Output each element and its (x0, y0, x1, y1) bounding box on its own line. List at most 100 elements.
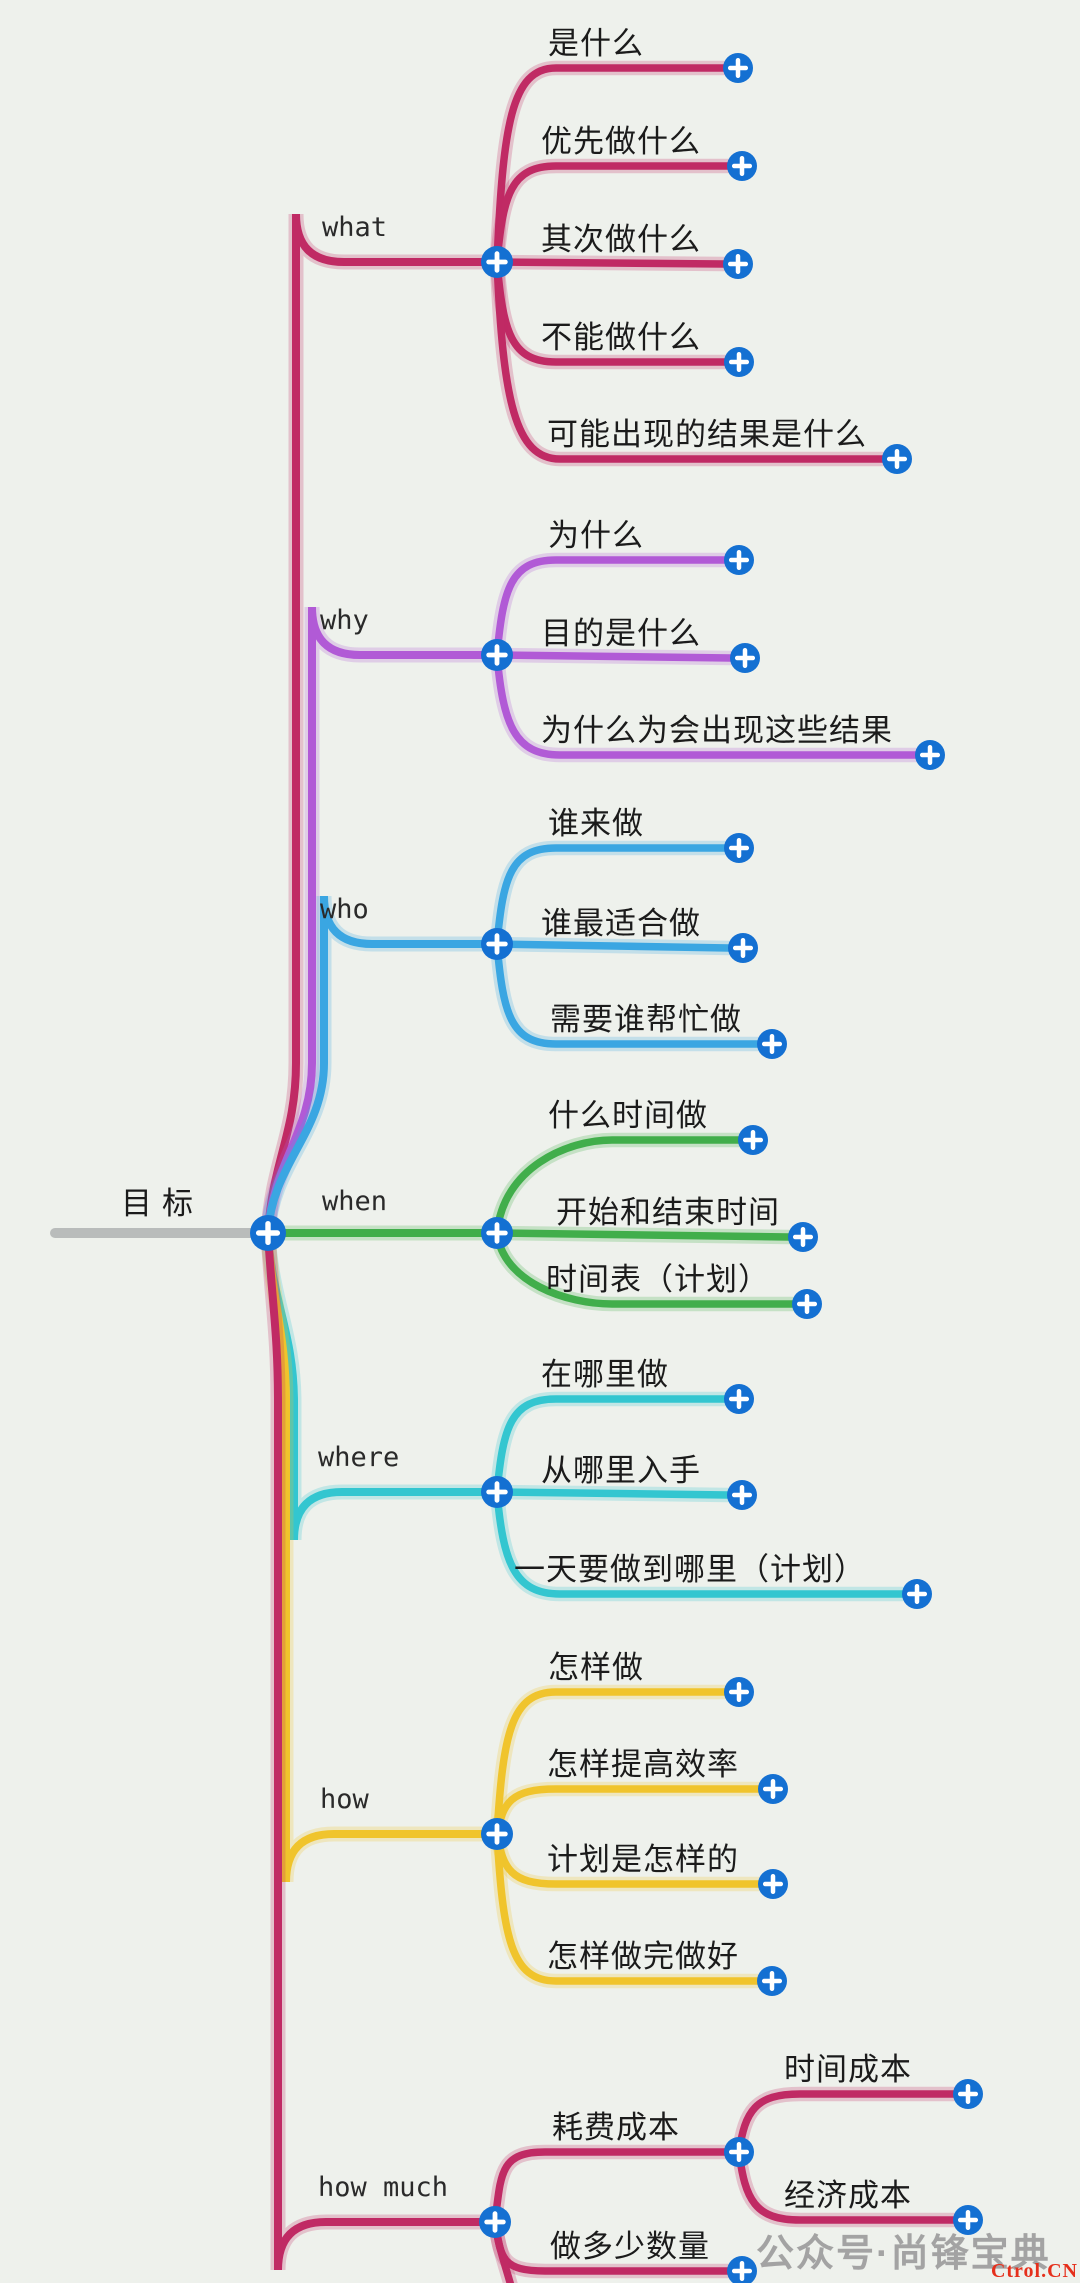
node-label: 为什么为会出现这些结果 (541, 713, 893, 749)
expand-plus-button[interactable] (953, 2079, 983, 2109)
plus-icon (486, 644, 508, 666)
subnode-plus-button[interactable] (724, 2137, 754, 2167)
root-node-plus-button[interactable] (250, 1215, 286, 1251)
expand-plus-button[interactable] (915, 740, 945, 770)
plus-icon (728, 549, 750, 571)
node-label: 谁来做 (548, 806, 644, 842)
expand-plus-button[interactable] (953, 2205, 983, 2235)
expand-plus-button[interactable] (724, 833, 754, 863)
branch-how-trunk (264, 1229, 501, 1883)
expand-plus-button[interactable] (902, 1579, 932, 1609)
edge-line (491, 2148, 729, 2226)
branch-node-when[interactable] (481, 1217, 513, 1249)
branch-node-how[interactable] (481, 1818, 513, 1850)
expand-plus-button[interactable] (727, 151, 757, 181)
node-label: 不能做什么 (541, 320, 701, 356)
expand-plus-button[interactable] (727, 1480, 757, 1510)
plus-icon (728, 1388, 750, 1410)
edge-line (493, 1488, 732, 1499)
branch-node-who[interactable] (481, 928, 513, 960)
node-label: 做多少数量 (550, 2229, 710, 2265)
branch-node-where[interactable] (481, 1476, 513, 1508)
plus-icon (796, 1293, 818, 1315)
node-label: 怎样做完做好 (547, 1939, 739, 1975)
edge-line (493, 651, 735, 662)
edge-line (493, 1688, 729, 1838)
expand-plus-button[interactable] (728, 933, 758, 963)
plus-icon (728, 837, 750, 859)
expand-plus-button[interactable] (882, 444, 912, 474)
branch-label-who: who (320, 894, 369, 925)
plus-icon (734, 647, 756, 669)
plus-icon (727, 253, 749, 275)
branch-label-how-much: how much (318, 2172, 448, 2203)
plus-icon (906, 1583, 928, 1605)
edge-line (493, 844, 729, 948)
branch-node-how-much[interactable] (479, 2206, 511, 2238)
edge-line (493, 1229, 797, 1308)
node-label: 时间成本 (784, 2052, 912, 2088)
plus-icon (792, 1226, 814, 1248)
branch-node-why[interactable] (481, 639, 513, 671)
watermark-text: 公众号·尚锋宝典 (756, 2233, 1051, 2275)
plus-icon (727, 57, 749, 79)
expand-plus-button[interactable] (723, 249, 753, 279)
plus-icon (486, 933, 508, 955)
plus-icon (486, 251, 508, 273)
node-label: 从哪里入手 (541, 1453, 701, 1489)
plus-icon (728, 351, 750, 373)
plus-icon (255, 1220, 281, 1246)
node-label: 在哪里做 (541, 1357, 669, 1393)
edge-line (493, 1229, 793, 1241)
expand-plus-button[interactable] (723, 53, 753, 83)
expand-plus-button[interactable] (757, 1029, 787, 1059)
edge-line (493, 556, 729, 659)
expand-plus-button[interactable] (757, 1966, 787, 1996)
branch-how-much-trunk-halo (260, 1225, 503, 2271)
plus-icon (486, 1481, 508, 1503)
root-label: 目标 (121, 1186, 203, 1222)
node-label: 可能出现的结果是什么 (547, 417, 867, 453)
node-label: 谁最适合做 (541, 906, 701, 942)
expand-plus-button[interactable] (724, 1384, 754, 1414)
expand-plus-button[interactable] (724, 347, 754, 377)
node-label: 怎样提高效率 (547, 1747, 739, 1783)
node-label: 怎样做 (548, 1650, 644, 1686)
node-label: 一天要做到哪里（计划） (514, 1552, 866, 1588)
plus-icon (731, 2260, 753, 2282)
node-label: 为什么 (548, 518, 644, 554)
edge-line-halo (731, 2086, 962, 2160)
edge-line (493, 258, 728, 268)
expand-plus-button[interactable] (730, 643, 760, 673)
plus-icon (728, 2141, 750, 2163)
node-label: 耗费成本 (552, 2110, 680, 2146)
edge-line (493, 1830, 762, 1985)
node-label: 目的是什么 (541, 616, 701, 652)
expand-plus-button[interactable] (792, 1289, 822, 1319)
branch-label-what: what (322, 212, 387, 243)
edge-line (493, 940, 762, 1048)
node-label: 开始和结束时间 (556, 1195, 780, 1231)
expand-plus-button[interactable] (738, 1125, 768, 1155)
expand-plus-button[interactable] (724, 545, 754, 575)
plus-icon (731, 1484, 753, 1506)
expand-plus-button[interactable] (727, 2256, 757, 2283)
branch-who-trunk (264, 895, 501, 1237)
expand-plus-button[interactable] (758, 1774, 788, 1804)
plus-icon (486, 1823, 508, 1845)
plus-icon (742, 1129, 764, 1151)
node-label: 是什么 (548, 26, 644, 62)
expand-plus-button[interactable] (788, 1222, 818, 1252)
branch-label-when: when (322, 1186, 387, 1217)
plus-icon (957, 2209, 979, 2231)
edge-line-halo (489, 1781, 767, 1842)
expand-plus-button[interactable] (758, 1869, 788, 1899)
branch-node-what[interactable] (481, 246, 513, 278)
node-label: 计划是怎样的 (547, 1842, 739, 1878)
plus-icon (486, 1222, 508, 1244)
edge-line (493, 64, 728, 266)
expand-plus-button[interactable] (724, 1677, 754, 1707)
plus-icon (762, 1873, 784, 1895)
